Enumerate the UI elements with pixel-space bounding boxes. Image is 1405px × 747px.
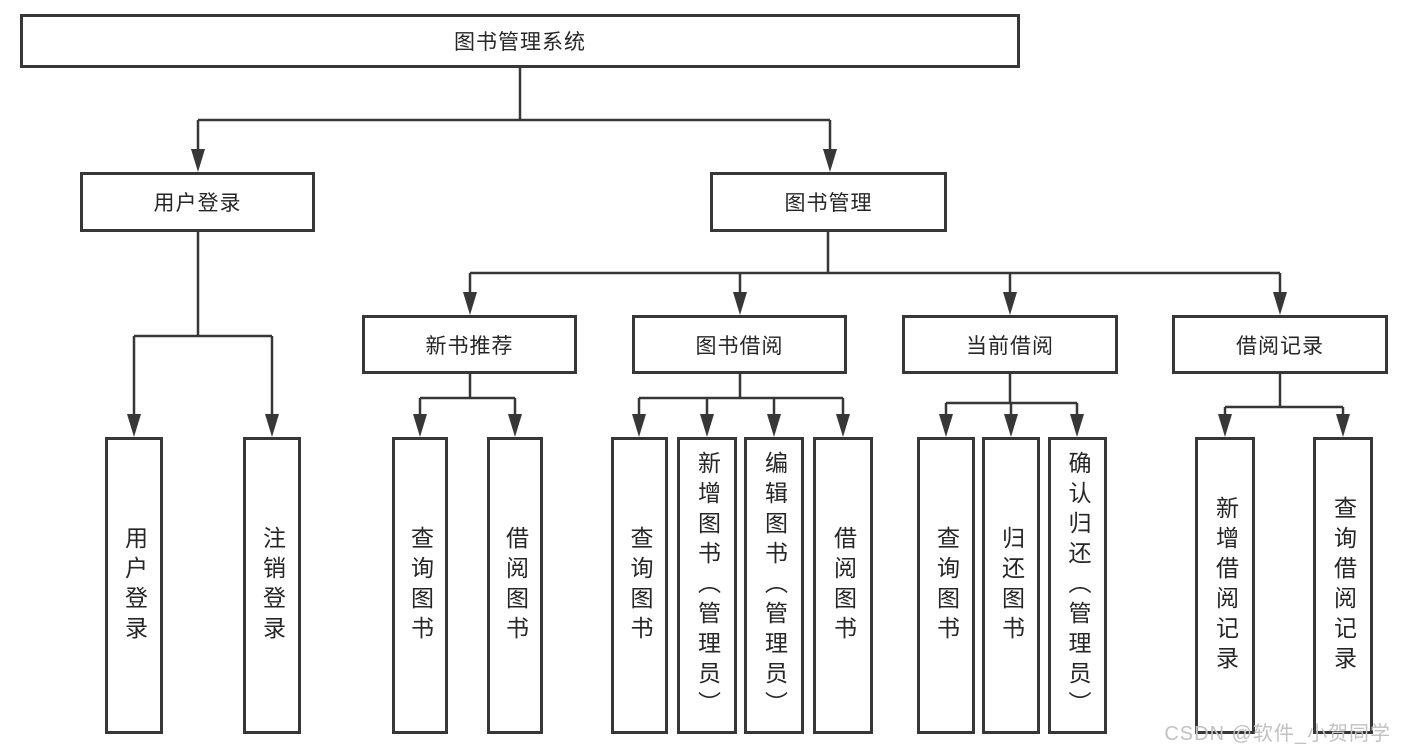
node-label: 当前借阅 <box>966 334 1054 358</box>
node-root-library-system: 图书管理系统 <box>20 14 1020 68</box>
leaf-query-books-3: 查询图书 <box>917 437 975 734</box>
leaf-query-borrow-record: 查询借阅记录 <box>1313 437 1373 734</box>
node-label: 图书借阅 <box>695 334 784 358</box>
node-book-borrow: 图书借阅 <box>632 315 847 374</box>
leaf-confirm-return-admin: 确认归还（管理员） <box>1048 437 1107 734</box>
node-label: 查询图书 <box>627 525 653 646</box>
node-label: 新增借阅记录 <box>1212 495 1239 676</box>
node-new-book-recommend: 新书推荐 <box>362 315 577 374</box>
node-label: 图书管理系统 <box>454 31 586 54</box>
node-book-management: 图书管理 <box>710 172 947 232</box>
node-label: 新书推荐 <box>425 334 514 358</box>
node-label: 查询图书 <box>407 525 434 646</box>
leaf-logout: 注销登录 <box>243 437 301 734</box>
leaf-add-borrow-record: 新增借阅记录 <box>1195 437 1255 734</box>
node-current-borrow: 当前借阅 <box>902 315 1118 374</box>
node-label: 查询图书 <box>933 525 960 646</box>
node-label: 借阅图书 <box>502 525 529 646</box>
leaf-edit-books-admin: 编辑图书（管理员） <box>744 437 804 734</box>
node-label: 编辑图书（管理员） <box>761 450 788 721</box>
node-label: 新增图书（管理员） <box>694 450 721 721</box>
node-user-login: 用户登录 <box>80 172 315 232</box>
node-borrow-records: 借阅记录 <box>1172 315 1388 374</box>
node-label: 确认归还（管理员） <box>1065 450 1091 721</box>
node-label: 借阅记录 <box>1236 334 1324 358</box>
node-label: 借阅图书 <box>830 525 857 646</box>
leaf-user-login: 用户登录 <box>105 437 163 734</box>
node-label: 用户登录 <box>153 192 242 215</box>
node-label: 图书管理 <box>784 192 873 215</box>
node-label: 注销登录 <box>259 525 286 646</box>
leaf-borrow-books-1: 借阅图书 <box>487 437 543 734</box>
arrowheads <box>127 149 1350 437</box>
leaf-query-books-1: 查询图书 <box>392 437 448 734</box>
leaf-query-books-2: 查询图书 <box>611 437 668 734</box>
node-label: 归还图书 <box>998 525 1025 646</box>
node-label: 查询借阅记录 <box>1330 495 1357 676</box>
leaf-add-books-admin: 新增图书（管理员） <box>677 437 737 734</box>
node-label: 用户登录 <box>121 525 148 646</box>
leaf-return-books: 归还图书 <box>982 437 1040 734</box>
csdn-watermark: CSDN @软件_小贺同学 <box>1164 723 1391 745</box>
leaf-borrow-books-2: 借阅图书 <box>813 437 873 734</box>
